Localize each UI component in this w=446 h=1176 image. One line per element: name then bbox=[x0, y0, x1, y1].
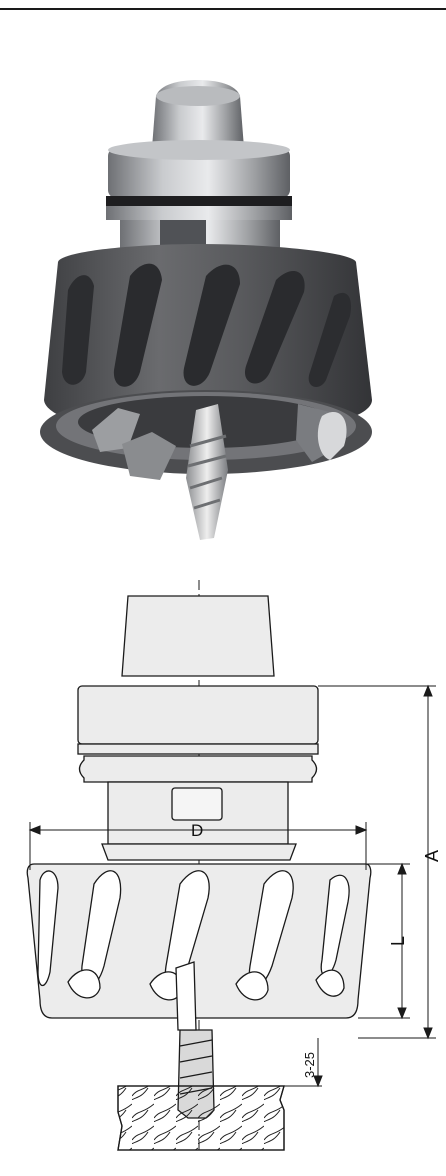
dimension-label-A: A bbox=[422, 850, 442, 862]
dimension-label-D: D bbox=[191, 821, 203, 840]
tool-photo bbox=[40, 80, 372, 540]
top-border-rule bbox=[0, 8, 446, 10]
dimension-lines bbox=[28, 684, 436, 1088]
tool-line-drawing bbox=[26, 580, 372, 1151]
dimension-label-L: L bbox=[388, 936, 408, 946]
dimension-label-cut-depth: 3-25 bbox=[302, 1052, 317, 1078]
